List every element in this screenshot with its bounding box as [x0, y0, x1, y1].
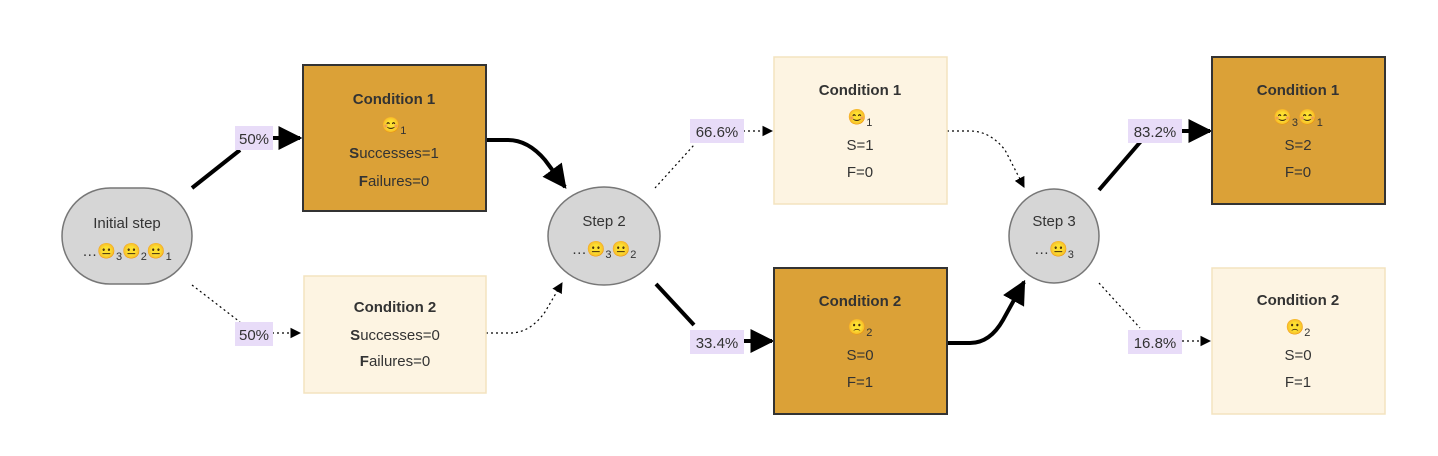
svg-text:😊1: 😊1 — [382, 116, 407, 137]
frowning-face-icon: 🙁 — [1286, 318, 1305, 336]
svg-text:Condition 2: Condition 2 — [819, 293, 902, 310]
stage2-condition1-box: Condition 1 😊1 S=1 F=0 — [773, 56, 948, 205]
svg-text:😊1: 😊1 — [848, 108, 873, 129]
svg-text:50%: 50% — [239, 131, 269, 148]
edge-label-step3-to-c1: 83.2% — [1128, 119, 1182, 143]
svg-text:Failures=0: Failures=0 — [360, 353, 430, 370]
svg-text:Successes=0: Successes=0 — [350, 327, 440, 344]
edge-step2-to-cond1 — [654, 144, 695, 189]
edge-label-step2-to-c1: 66.6% — [690, 119, 744, 143]
neutral-face-icon: 😐 — [612, 240, 631, 258]
edge-stage2-cond2-to-step3 — [947, 279, 1026, 345]
edge-step2-to-cond2 — [654, 282, 696, 327]
stage1-condition2-box: Condition 2 Successes=0 Failures=0 — [303, 275, 487, 394]
edge-step3-to-cond2 — [1098, 282, 1141, 329]
neutral-face-icon: 😐 — [587, 240, 606, 258]
svg-text:S=1: S=1 — [846, 137, 873, 154]
step2-queue: …😐3😐2 — [572, 240, 637, 261]
svg-text:Condition 1: Condition 1 — [819, 82, 902, 99]
svg-text:66.6%: 66.6% — [696, 124, 739, 141]
neutral-face-icon: 😐 — [97, 242, 116, 260]
svg-text:F=1: F=1 — [847, 374, 873, 391]
smiling-face-icon: 😊 — [1298, 108, 1317, 126]
svg-text:Failures=0: Failures=0 — [359, 173, 429, 190]
step3-queue: …😐3 — [1034, 240, 1074, 261]
svg-text:50%: 50% — [239, 327, 269, 344]
stage3-condition1-box: Condition 1 😊3😊1 S=2 F=0 — [1211, 56, 1386, 205]
smiling-face-icon: 😊 — [382, 116, 401, 134]
edge-label-init-to-c2: 50% — [235, 322, 273, 346]
edge-label-step2-to-c2: 33.4% — [690, 330, 744, 354]
svg-text:Condition 1: Condition 1 — [1257, 82, 1340, 99]
svg-text:S=2: S=2 — [1284, 137, 1311, 154]
neutral-face-icon: 😐 — [1049, 240, 1068, 258]
edge-initial-to-cond1 — [190, 148, 242, 190]
edge-step3-to-cond1 — [1097, 138, 1144, 192]
frowning-face-icon: 🙁 — [848, 318, 867, 336]
edge-label-init-to-c1: 50% — [235, 126, 273, 150]
svg-text:😊3😊1: 😊3😊1 — [1273, 108, 1323, 129]
stage2-condition2-box: Condition 2 🙁2 S=0 F=1 — [773, 267, 948, 415]
edge-initial-to-cond2 — [191, 284, 241, 323]
svg-text:Condition 1: Condition 1 — [353, 91, 436, 108]
smiling-face-icon: 😊 — [848, 108, 867, 126]
edge-label-step3-to-c2: 16.8% — [1128, 330, 1182, 354]
edge-cond1-to-step2 — [486, 138, 567, 189]
neutral-face-icon: 😐 — [147, 242, 166, 260]
initial-step-title: Initial step — [93, 215, 161, 232]
step2-title: Step 2 — [582, 213, 625, 230]
svg-text:F=1: F=1 — [1285, 374, 1311, 391]
step3-title: Step 3 — [1032, 213, 1075, 230]
svg-text:16.8%: 16.8% — [1134, 335, 1177, 352]
svg-text:🙁2: 🙁2 — [848, 318, 873, 339]
svg-text:Condition 2: Condition 2 — [354, 299, 437, 316]
edge-cond2-to-step2 — [486, 282, 563, 334]
svg-text:S=0: S=0 — [846, 347, 873, 364]
svg-text:S=0: S=0 — [1284, 347, 1311, 364]
smiling-face-icon: 😊 — [1273, 108, 1292, 126]
svg-text:F=0: F=0 — [847, 164, 873, 181]
neutral-face-icon: 😐 — [122, 242, 141, 260]
svg-text:🙁2: 🙁2 — [1286, 318, 1311, 339]
svg-text:83.2%: 83.2% — [1134, 124, 1177, 141]
edge-stage2-cond1-to-step3 — [947, 130, 1025, 188]
svg-text:Condition 2: Condition 2 — [1257, 292, 1340, 309]
stage1-condition1-box: Condition 1 😊1 Successes=1 Failures=0 — [302, 64, 487, 212]
initial-step-node: Initial step …😐3😐2😐1 — [61, 187, 193, 285]
step3-node: Step 3 …😐3 — [1008, 188, 1100, 284]
svg-text:33.4%: 33.4% — [696, 335, 739, 352]
initial-step-queue: …😐3😐2😐1 — [82, 242, 171, 263]
svg-text:F=0: F=0 — [1285, 164, 1311, 181]
step2-node: Step 2 …😐3😐2 — [547, 186, 661, 286]
svg-text:Successes=1: Successes=1 — [349, 145, 439, 162]
stage3-condition2-box: Condition 2 🙁2 S=0 F=1 — [1211, 267, 1386, 415]
